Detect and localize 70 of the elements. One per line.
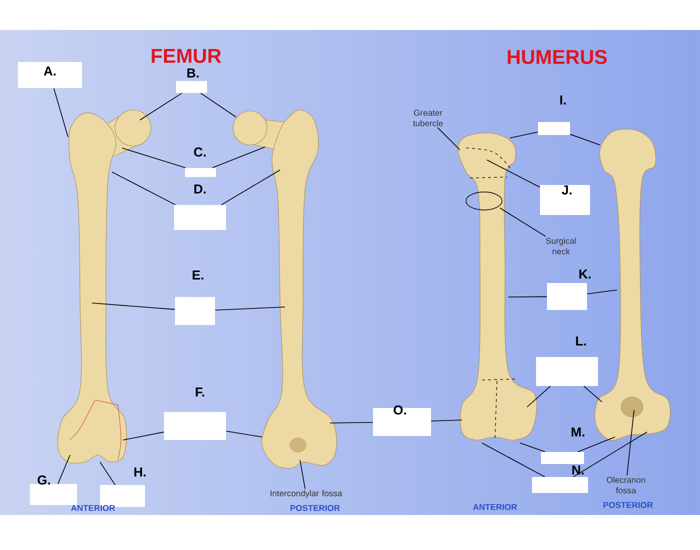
- answer-box: G.: [30, 475, 77, 505]
- leader-line: [482, 442, 546, 478]
- node-label: C.: [194, 147, 206, 157]
- node-label: G.: [38, 475, 50, 485]
- leader-line: [573, 432, 648, 478]
- answer-box: O.: [373, 405, 431, 436]
- leader-line: [510, 132, 538, 138]
- leader-line: [122, 148, 186, 168]
- answer-box: I.: [538, 96, 570, 135]
- answer-box: N.: [532, 466, 588, 493]
- node-label: F.: [196, 388, 204, 396]
- answer-box: A.: [18, 62, 82, 88]
- answer-box: D.: [174, 184, 226, 230]
- leader-line: [437, 127, 460, 150]
- leader-line: [200, 92, 236, 118]
- leader-line: [214, 306, 286, 310]
- answer-box: C.: [185, 147, 216, 177]
- leader-line: [212, 146, 266, 168]
- leader-line: [583, 386, 602, 402]
- answer-box: J.: [540, 185, 590, 215]
- part-label: Intercondylar fossa: [270, 490, 342, 498]
- view-label: POSTERIOR: [290, 505, 340, 511]
- answer-box: M.: [541, 428, 584, 464]
- leader-line: [140, 92, 182, 120]
- bone-heading: HUMERUS: [508, 50, 607, 64]
- answer-box: K.: [547, 270, 591, 310]
- leader-line: [508, 296, 548, 298]
- femur-drawing: [232, 110, 337, 469]
- leader-line: [100, 462, 116, 486]
- leader-line: [578, 436, 616, 452]
- leader-line: [626, 410, 634, 476]
- humerus-drawing: [458, 132, 538, 440]
- node-label: E.: [192, 270, 204, 280]
- bone-heading: FEMUR: [152, 49, 222, 63]
- node-label: H.: [134, 468, 146, 476]
- leader-line: [226, 430, 262, 438]
- part-label: Olecranon fossa: [606, 476, 646, 494]
- view-label: ANTERIOR: [473, 504, 518, 510]
- view-label: POSTERIOR: [604, 502, 653, 508]
- leader-line: [53, 88, 68, 138]
- part-label: Greater tubercle: [413, 110, 443, 126]
- leader-line: [330, 422, 374, 424]
- leader-line: [300, 460, 306, 490]
- leader-line: [430, 420, 462, 422]
- node-label: B.: [187, 68, 199, 78]
- node-label: I.: [560, 96, 566, 104]
- part-label: Surgical neck: [546, 238, 576, 254]
- node-label: M.: [572, 428, 584, 436]
- leader-line: [486, 160, 540, 188]
- leader-line: [58, 454, 70, 484]
- view-label: ANTERIOR: [71, 505, 116, 511]
- leader-line: [526, 386, 551, 408]
- humerus-drawing: [594, 128, 671, 441]
- leader-line: [520, 442, 546, 452]
- leader-line: [220, 170, 280, 206]
- leader-line: [570, 134, 600, 146]
- answer-box: L.: [536, 336, 598, 386]
- node-label: K.: [579, 270, 591, 278]
- answer-box: B.: [176, 68, 207, 93]
- leader-line: [92, 302, 176, 310]
- answer-box: F.: [164, 388, 226, 440]
- answer-box: E.: [175, 270, 215, 325]
- node-label: L.: [576, 336, 586, 346]
- node-label: D.: [194, 184, 206, 194]
- leader-line: [112, 172, 176, 206]
- leader-line: [586, 290, 618, 294]
- femur-drawing: [57, 110, 152, 464]
- leader-line: [122, 432, 164, 440]
- node-label: N.: [572, 466, 584, 474]
- leader-line: [500, 208, 546, 237]
